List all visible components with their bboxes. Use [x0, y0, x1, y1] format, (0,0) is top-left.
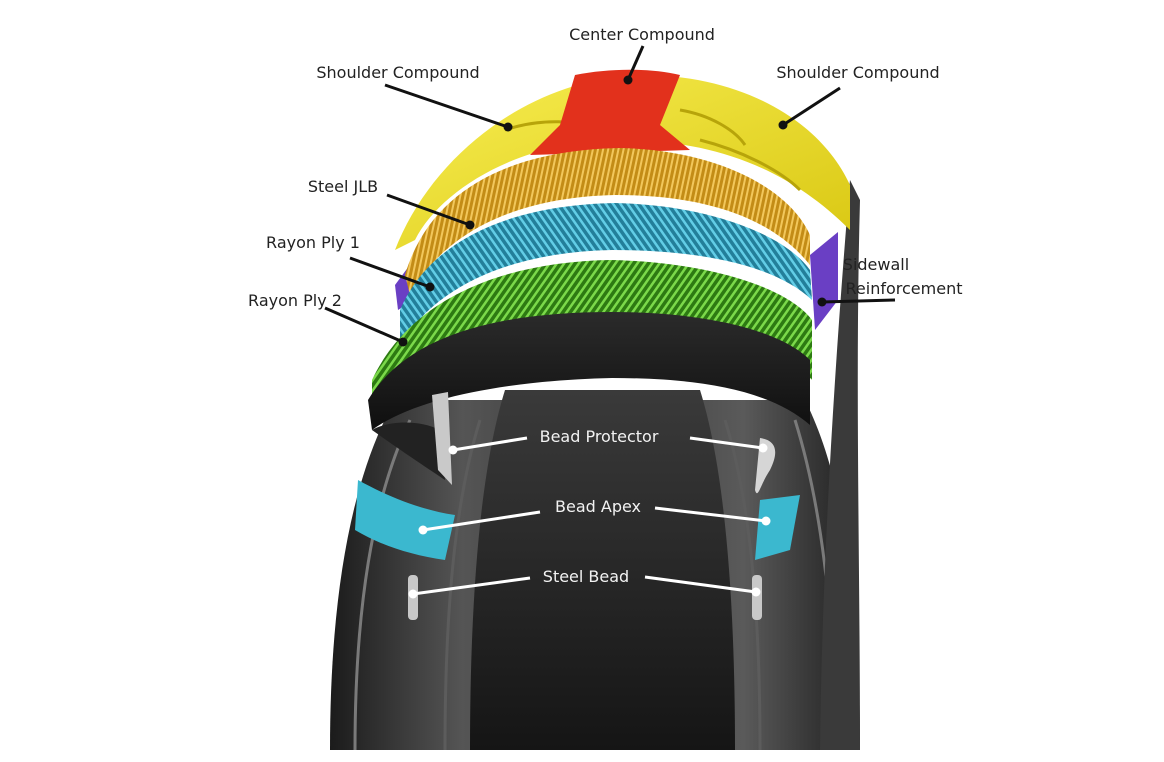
label-bead-protector: Bead Protector	[540, 427, 659, 446]
callout-rayon-ply-2: Rayon Ply 2	[248, 291, 408, 347]
label-bead-apex: Bead Apex	[555, 497, 641, 516]
label-shoulder-compound-left: Shoulder Compound	[316, 63, 479, 82]
label-steel-jlb: Steel JLB	[308, 177, 378, 196]
center-compound-layer	[530, 69, 690, 155]
callout-center-compound: Center Compound	[569, 25, 715, 85]
label-rayon-ply-1: Rayon Ply 1	[266, 233, 360, 252]
bead-apex-layer	[355, 480, 800, 560]
label-rayon-ply-2: Rayon Ply 2	[248, 291, 342, 310]
callout-bead-apex: Bead Apex	[418, 497, 771, 535]
label-center-compound: Center Compound	[569, 25, 715, 44]
rayon-ply-2-layer	[372, 260, 812, 410]
label-sidewall-reinforcement-line2: Reinforcement	[846, 279, 963, 298]
callout-steel-bead: Steel Bead	[408, 567, 761, 599]
steel-jlb-layer	[405, 148, 810, 295]
callout-sidewall-reinforcement: Sidewall Reinforcement	[817, 255, 963, 307]
tire-body	[330, 180, 860, 751]
label-steel-bead: Steel Bead	[543, 567, 629, 586]
callout-shoulder-compound-left: Shoulder Compound	[316, 63, 513, 132]
callout-rayon-ply-1: Rayon Ply 1	[266, 233, 435, 292]
inner-liner-layer	[368, 312, 810, 480]
callout-steel-jlb: Steel JLB	[308, 177, 475, 230]
callout-bead-protector: Bead Protector	[448, 427, 768, 455]
label-sidewall-reinforcement-line1: Sidewall	[843, 255, 909, 274]
bead-protector-layer	[432, 392, 776, 494]
callout-shoulder-compound-right: Shoulder Compound	[776, 63, 940, 130]
rayon-ply-1-layer	[400, 203, 812, 345]
label-shoulder-compound-right: Shoulder Compound	[776, 63, 939, 82]
